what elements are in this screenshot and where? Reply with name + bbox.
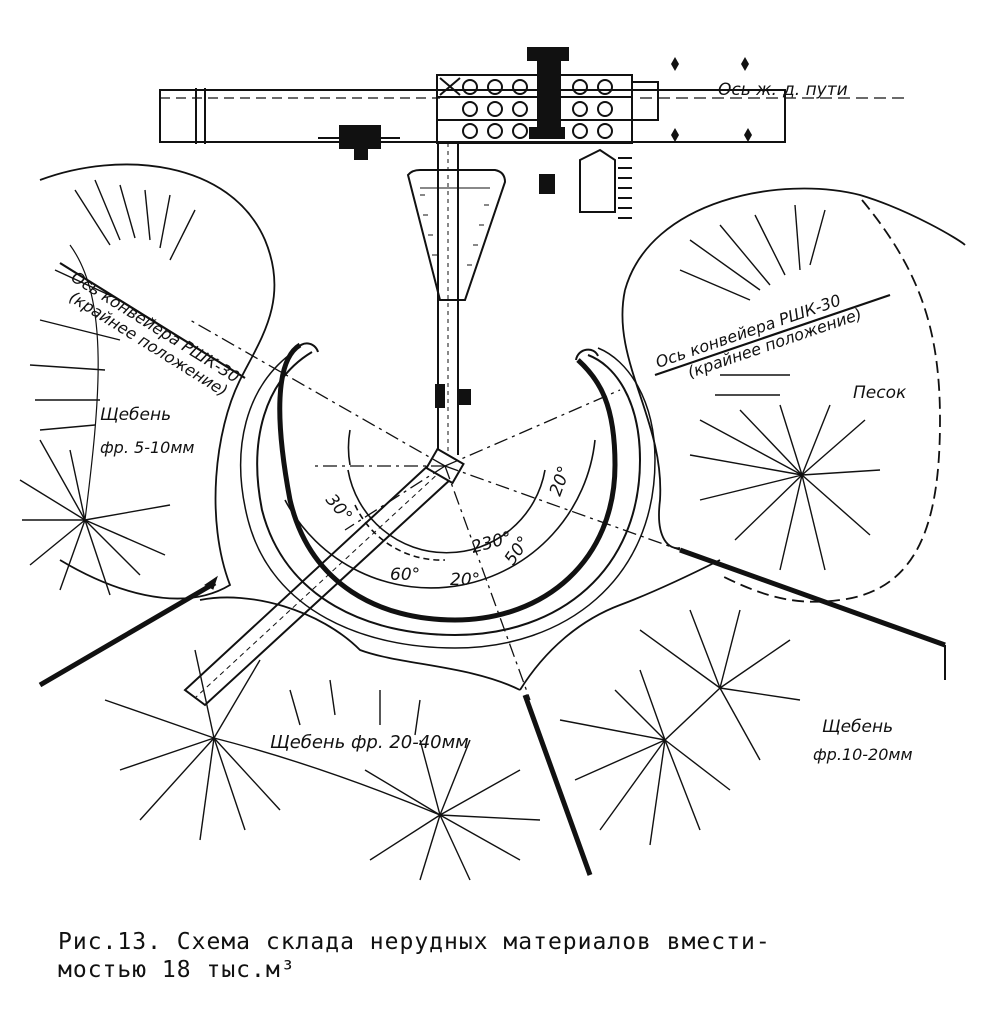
pile-gravel-5-10-rays	[19, 179, 196, 596]
pile-gravel-10-20	[519, 559, 721, 741]
label-conveyor-left-pos: (крайнее положение)	[66, 287, 231, 400]
label-gravel-10-20-a: Щебень	[822, 717, 893, 737]
caption-line-1: Рис.13. Схема склада нерудных материалов…	[58, 929, 771, 955]
figure-caption: Рис.13. Схема склада нерудных материалов…	[58, 928, 958, 984]
angle-30: 30°	[321, 490, 356, 526]
track-markers	[671, 57, 752, 142]
warehouse-diagram: Ось ж.-д. пути Ось конвейера РШК-30 (кра…	[19, 47, 966, 881]
pile-gravel-20-40-rays	[104, 649, 541, 881]
label-gravel-5-10-a: Щебень	[100, 405, 171, 425]
angle-60: 60°	[390, 565, 420, 585]
label-gravel-10-20-b: фр.10-20мм	[813, 745, 913, 764]
horseshoe-trench	[239, 342, 656, 649]
caption-line-2: мостью 18 тыс.м³	[58, 957, 296, 983]
label-gravel-5-10-b: фр. 5-10мм	[100, 438, 194, 457]
angle-20-bottom: 20°	[450, 570, 480, 590]
winch-unit	[318, 125, 400, 160]
label-sand: Песок	[853, 383, 907, 403]
pile-sand-rays	[679, 204, 881, 571]
pile-gravel-5-10	[39, 163, 276, 600]
pile-sand	[621, 187, 966, 603]
pile-gravel-10-20-rays	[559, 609, 801, 846]
pile-gravel-20-40	[199, 596, 521, 816]
label-rail-axis: Ось ж.-д. пути	[718, 80, 848, 100]
conveyor-lines	[38, 262, 946, 876]
building	[539, 148, 632, 219]
axis-lines	[189, 319, 681, 701]
angle-20-right: 20°	[546, 464, 575, 499]
label-gravel-20-40: Щебень фр. 20-40мм	[270, 732, 469, 753]
angle-arcs	[284, 429, 596, 589]
unloader-truss	[436, 47, 659, 144]
feeder-conveyor	[435, 143, 471, 455]
receiving-hopper	[406, 169, 507, 301]
